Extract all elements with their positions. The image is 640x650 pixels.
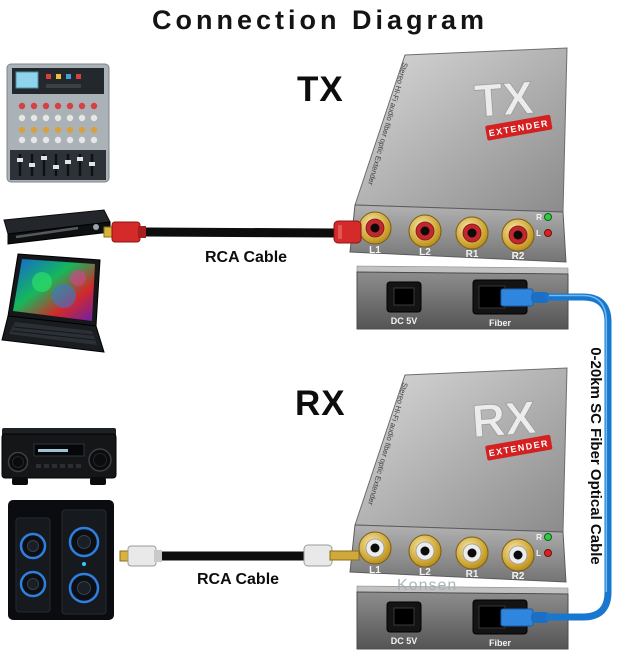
rx-extender-badge: EXTENDER: [485, 434, 553, 461]
tx-fiber-boot: [531, 292, 549, 303]
rx-jack-r2: [501, 538, 535, 572]
receiver-knob-right: [88, 448, 112, 472]
watermark: Konsen: [397, 577, 458, 594]
speaker-right: [61, 509, 107, 615]
svg-text:EXTENDER: EXTENDER: [488, 118, 550, 138]
tx-fiber-port: [472, 279, 528, 315]
rx-rca-plug-right: [303, 544, 333, 567]
tx-top-face: [354, 47, 568, 213]
rx-side-text: Stereo Hi-Fi audio fiber optic Extender: [366, 381, 410, 506]
svg-text:L1: L1: [369, 245, 381, 256]
fiber-cable-label: 0-20km SC Fiber Optical Cable: [587, 347, 604, 565]
rx-led-indicators: R L: [536, 532, 552, 558]
tx-extender-unit: TX EXTENDER Stereo Hi-Fi audio fiber opt…: [349, 47, 569, 330]
tx-side-text: Stereo Hi-Fi audio fiber optic Extender: [366, 61, 410, 186]
mixer-top-panel: [12, 68, 104, 94]
audio-mixer-image: [6, 63, 110, 183]
rx-led-green: [544, 533, 552, 541]
speakers-image: [8, 500, 114, 620]
svg-text:L: L: [536, 228, 541, 238]
rx-fiber-port: [472, 599, 528, 635]
tx-rca-plug-right: [333, 220, 362, 244]
dvd-player-image: [3, 209, 111, 245]
tx-rear-panel: DC 5V Fiber: [356, 265, 569, 330]
svg-text:R2: R2: [512, 571, 525, 582]
rx-dc-label: DC 5V: [391, 636, 418, 646]
tx-rca-plug-left: [111, 221, 141, 243]
rx-front-face: [349, 524, 567, 583]
dvd-power-button: [93, 224, 99, 230]
svg-text:L2: L2: [419, 247, 431, 258]
tx-rca-jacks: L1 L2 R1 R2: [358, 211, 535, 262]
tx-rca-cable-label: RCA Cable: [204, 249, 288, 266]
svg-text:R1: R1: [466, 569, 479, 580]
tx-dc-label: DC 5V: [391, 316, 418, 326]
svg-text:L1: L1: [369, 565, 381, 576]
mixer-faders: [10, 150, 106, 180]
svg-text:R1: R1: [466, 249, 479, 260]
rx-rca-cable: [119, 544, 360, 567]
rx-extender-unit: RX EXTENDER Stereo Hi-Fi audio fiber opt…: [349, 367, 569, 650]
rx-jack-l1: [358, 531, 392, 565]
rx-fiber-connector: [500, 608, 534, 627]
rx-led-red: [544, 549, 552, 557]
rx-rca-cable-label: RCA Cable: [196, 571, 280, 588]
tx-jack-r1: [455, 216, 489, 250]
receiver-display: [33, 443, 85, 457]
svg-text:EXTENDER: EXTENDER: [488, 438, 550, 458]
svg-text:R: R: [536, 212, 542, 222]
rx-rca-jacks: L1 L2 R1 R2: [358, 531, 535, 582]
tx-rca-plug-tip-left: [103, 226, 115, 238]
rx-rear-panel: DC 5V Fiber: [356, 585, 569, 650]
tx-fiber-connector: [500, 288, 534, 307]
dvd-tray: [15, 226, 79, 239]
tx-jack-l2: [408, 214, 442, 248]
tx-label: TX: [297, 70, 344, 109]
rx-label: RX: [295, 384, 346, 423]
tx-jack-r2: [501, 218, 535, 252]
svg-text:L: L: [536, 548, 541, 558]
rx-dc-port: [386, 601, 422, 633]
page-title: Connection Diagram: [151, 5, 489, 35]
svg-text:R: R: [536, 532, 542, 542]
rx-fiber-label: Fiber: [489, 638, 512, 648]
tx-jack-l1: [358, 211, 392, 245]
rx-rca-pin: [329, 550, 360, 561]
speaker-left: [15, 517, 51, 613]
mixer-knobs: [18, 102, 98, 144]
receiver-knob-left: [7, 451, 29, 473]
mixer-screen: [15, 71, 39, 89]
tx-top-label: TX: [473, 71, 536, 127]
laptop-image: [1, 253, 105, 353]
laptop-keyboard: [9, 322, 97, 345]
rx-fiber-boot: [531, 612, 549, 623]
tx-led-red: [544, 229, 552, 237]
laptop-base: [1, 315, 105, 353]
tx-led-indicators: R L: [536, 212, 552, 238]
laptop-screen: [13, 259, 95, 321]
laptop-lid: [7, 253, 101, 327]
rx-top-label: RX: [470, 391, 538, 447]
av-receiver-image: [1, 428, 117, 485]
tx-front-face: [349, 204, 567, 263]
rx-rca-plug-tip-left: [119, 550, 131, 562]
rx-jack-r1: [455, 536, 489, 570]
tx-led-green: [544, 213, 552, 221]
rx-jack-l2: [408, 534, 442, 568]
tx-rca-cable: [103, 220, 362, 244]
rx-top-face: [354, 367, 568, 533]
speaker-led: [82, 562, 86, 566]
tx-fiber-label: Fiber: [489, 318, 512, 328]
tx-extender-badge: EXTENDER: [485, 114, 553, 141]
svg-text:R2: R2: [512, 251, 525, 262]
tx-dc-port: [386, 281, 422, 313]
rx-rca-plug-left: [127, 545, 157, 567]
